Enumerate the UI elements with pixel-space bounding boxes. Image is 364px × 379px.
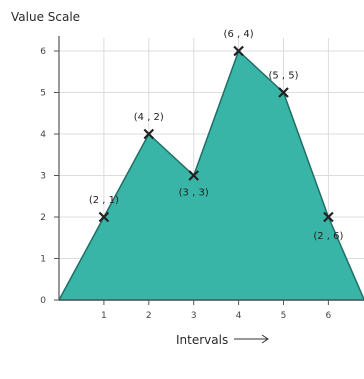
point-marker-2 xyxy=(143,128,155,140)
marker-stroke-b xyxy=(278,87,289,98)
y-tick-label-4: 4 xyxy=(40,130,46,140)
point-marker-5 xyxy=(278,87,289,98)
data-label-3: (3 , 3) xyxy=(179,188,209,199)
y-axis-title: Value Scale xyxy=(11,10,81,24)
marker-stroke-b xyxy=(98,211,110,223)
data-labels: (2 , 1) (4 , 2) (3 , 3) (6 , 4) (5 , 5) (2 , … xyxy=(89,29,344,242)
markers xyxy=(98,45,334,223)
y-tick-label-6: 6 xyxy=(40,47,46,57)
x-tick-label-4: 4 xyxy=(236,311,242,321)
x-tick-label-6: 6 xyxy=(326,311,332,321)
data-label-4: (6 , 4) xyxy=(224,29,254,40)
point-marker-6 xyxy=(323,211,334,223)
data-label-1: (2 , 1) xyxy=(89,195,119,206)
point-marker-3 xyxy=(188,170,199,181)
tick-labels: 0 1 2 3 4 5 6 1 2 3 4 5 6 xyxy=(40,47,331,321)
x-tick-label-3: 3 xyxy=(191,311,197,321)
marker-stroke-b xyxy=(233,45,244,57)
data-label-5: (5 , 5) xyxy=(268,71,298,82)
y-tick-label-1: 1 xyxy=(40,255,46,265)
y-tick-label-0: 0 xyxy=(40,296,46,306)
x-tick-label-2: 2 xyxy=(146,311,152,321)
axes xyxy=(54,36,364,305)
data-label-2: (4 , 2) xyxy=(134,112,164,123)
marker-stroke-b xyxy=(143,128,155,140)
y-tick-label-3: 3 xyxy=(40,172,46,182)
point-marker-1 xyxy=(98,211,110,223)
point-marker-4 xyxy=(233,45,244,57)
marker-stroke-b xyxy=(323,211,334,223)
x-axis-title-text: Intervals xyxy=(176,333,229,347)
right-arrow-icon xyxy=(234,333,270,347)
marker-stroke-b xyxy=(188,170,199,181)
y-tick-label-5: 5 xyxy=(40,89,46,99)
data-label-6: (2 , 6) xyxy=(313,231,343,242)
y-tick-label-2: 2 xyxy=(40,213,46,223)
x-tick-label-1: 1 xyxy=(101,311,107,321)
x-tick-label-5: 5 xyxy=(281,311,287,321)
x-axis-title: Intervals xyxy=(176,333,270,347)
